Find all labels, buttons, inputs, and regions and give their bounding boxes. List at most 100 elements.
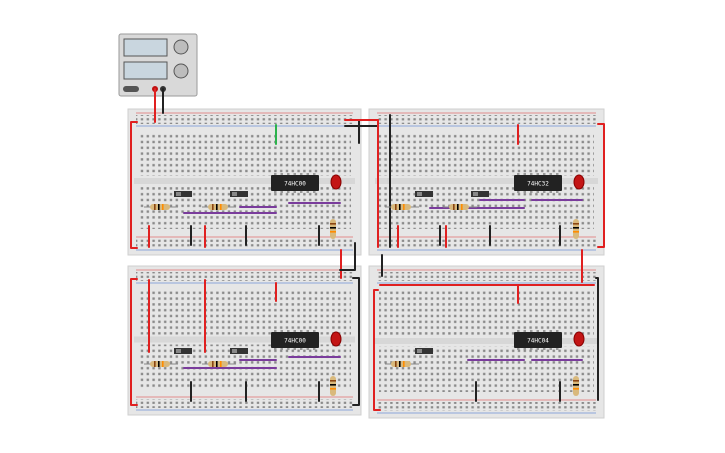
resistor-band	[399, 361, 401, 367]
ic-pin	[287, 191, 290, 193]
resistor-band	[162, 204, 164, 210]
jumper-wire[interactable]	[130, 121, 138, 249]
power-supply[interactable]	[118, 33, 198, 97]
ic-pin	[523, 173, 526, 175]
resistor-band	[216, 361, 218, 367]
led-icon	[573, 174, 585, 190]
ic-pin	[300, 191, 303, 193]
breadboard-bottom-right[interactable]	[368, 265, 605, 419]
resistor-band	[154, 204, 156, 210]
resistor-band	[216, 204, 218, 210]
terminal-strip-top[interactable]	[138, 133, 351, 176]
resistor[interactable]	[391, 361, 411, 367]
switch-knob[interactable]	[176, 349, 181, 353]
top-power-rail[interactable]	[377, 115, 596, 124]
resistor[interactable]	[150, 204, 170, 210]
led-resistor[interactable]	[573, 376, 579, 396]
switch-knob[interactable]	[232, 192, 237, 196]
terminal-strip-top[interactable]	[379, 290, 594, 336]
resistor-band	[403, 204, 405, 210]
center-channel	[134, 178, 355, 184]
resistor-band	[573, 223, 579, 225]
top-power-rail[interactable]	[136, 272, 353, 281]
power-button[interactable]	[123, 86, 139, 92]
resistor[interactable]	[391, 204, 411, 210]
terminal-strip-bottom[interactable]	[379, 346, 594, 392]
ic-pin	[300, 348, 303, 350]
led-resistor[interactable]	[330, 376, 336, 396]
bottom-power-rail[interactable]	[136, 239, 353, 248]
resistor-band	[573, 227, 579, 229]
slide-switch[interactable]	[415, 191, 433, 197]
jumper-wire[interactable]	[339, 242, 356, 271]
breadboard-top-right[interactable]	[368, 108, 605, 256]
slide-switch[interactable]	[230, 191, 248, 197]
terminal-strip-top[interactable]	[138, 290, 351, 335]
ic-pin	[536, 191, 539, 193]
ic-pin	[556, 173, 559, 175]
switch-knob[interactable]	[417, 192, 422, 196]
ic-pin	[300, 173, 303, 175]
ic-pin	[530, 173, 533, 175]
ic-pin	[280, 330, 283, 332]
slide-switch[interactable]	[230, 348, 248, 354]
slide-switch[interactable]	[174, 348, 192, 354]
ic-pin	[523, 191, 526, 193]
voltage-knob-icon[interactable]	[173, 39, 189, 55]
bottom-power-rail[interactable]	[377, 402, 596, 411]
ic-pin	[523, 348, 526, 350]
led-resistor[interactable]	[330, 219, 336, 239]
resistor-band	[220, 361, 222, 367]
resistor-band	[399, 204, 401, 210]
current-knob-icon[interactable]	[173, 63, 189, 79]
ic-pin	[549, 330, 552, 332]
ic-chip-label: 74HC00	[284, 181, 306, 188]
ic-pin	[306, 173, 309, 175]
jumper-wire[interactable]	[597, 123, 605, 248]
resistor[interactable]	[150, 361, 170, 367]
switch-knob[interactable]	[176, 192, 181, 196]
top-power-rail[interactable]	[377, 272, 596, 281]
slide-switch[interactable]	[174, 191, 192, 197]
terminal-strip-top[interactable]	[379, 133, 594, 176]
ic-pin	[274, 191, 277, 193]
switch-knob[interactable]	[473, 192, 478, 196]
bottom-power-rail[interactable]	[377, 239, 596, 248]
bottom-power-rail[interactable]	[136, 399, 353, 408]
ic-chip-bottom-left[interactable]	[271, 332, 319, 348]
ic-pin	[517, 191, 520, 193]
top-power-rail[interactable]	[136, 115, 353, 124]
ic-pin	[530, 191, 533, 193]
resistor-band	[158, 204, 160, 210]
jumper-wire[interactable]	[595, 277, 599, 401]
breadboard-bottom-left[interactable]	[127, 265, 362, 416]
ic-chip-top-right[interactable]	[514, 175, 562, 191]
voltage-display	[123, 38, 168, 57]
jumper-wire[interactable]	[373, 289, 381, 411]
ic-chip-top-left[interactable]	[271, 175, 319, 191]
ic-pin	[306, 348, 309, 350]
resistor[interactable]	[208, 361, 228, 367]
ic-pin	[543, 330, 546, 332]
ic-pin	[300, 330, 303, 332]
ic-pin	[543, 173, 546, 175]
ic-pin	[313, 330, 316, 332]
switch-knob[interactable]	[232, 349, 237, 353]
slide-switch[interactable]	[471, 191, 489, 197]
breadboard-top-left[interactable]	[127, 108, 362, 256]
slide-switch[interactable]	[415, 348, 433, 354]
ic-chip-bottom-right[interactable]	[514, 332, 562, 348]
resistor-band	[457, 204, 459, 210]
led-icon	[330, 174, 342, 190]
ic-pin	[293, 173, 296, 175]
resistor[interactable]	[449, 204, 469, 210]
ic-pin	[530, 330, 533, 332]
jumper-wire[interactable]	[130, 278, 138, 406]
ic-chip-label: 74HC00	[284, 338, 306, 345]
resistor[interactable]	[208, 204, 228, 210]
switch-knob[interactable]	[417, 349, 422, 353]
led-resistor[interactable]	[573, 219, 579, 239]
jumper-wire[interactable]	[352, 277, 360, 406]
resistor-band	[403, 361, 405, 367]
